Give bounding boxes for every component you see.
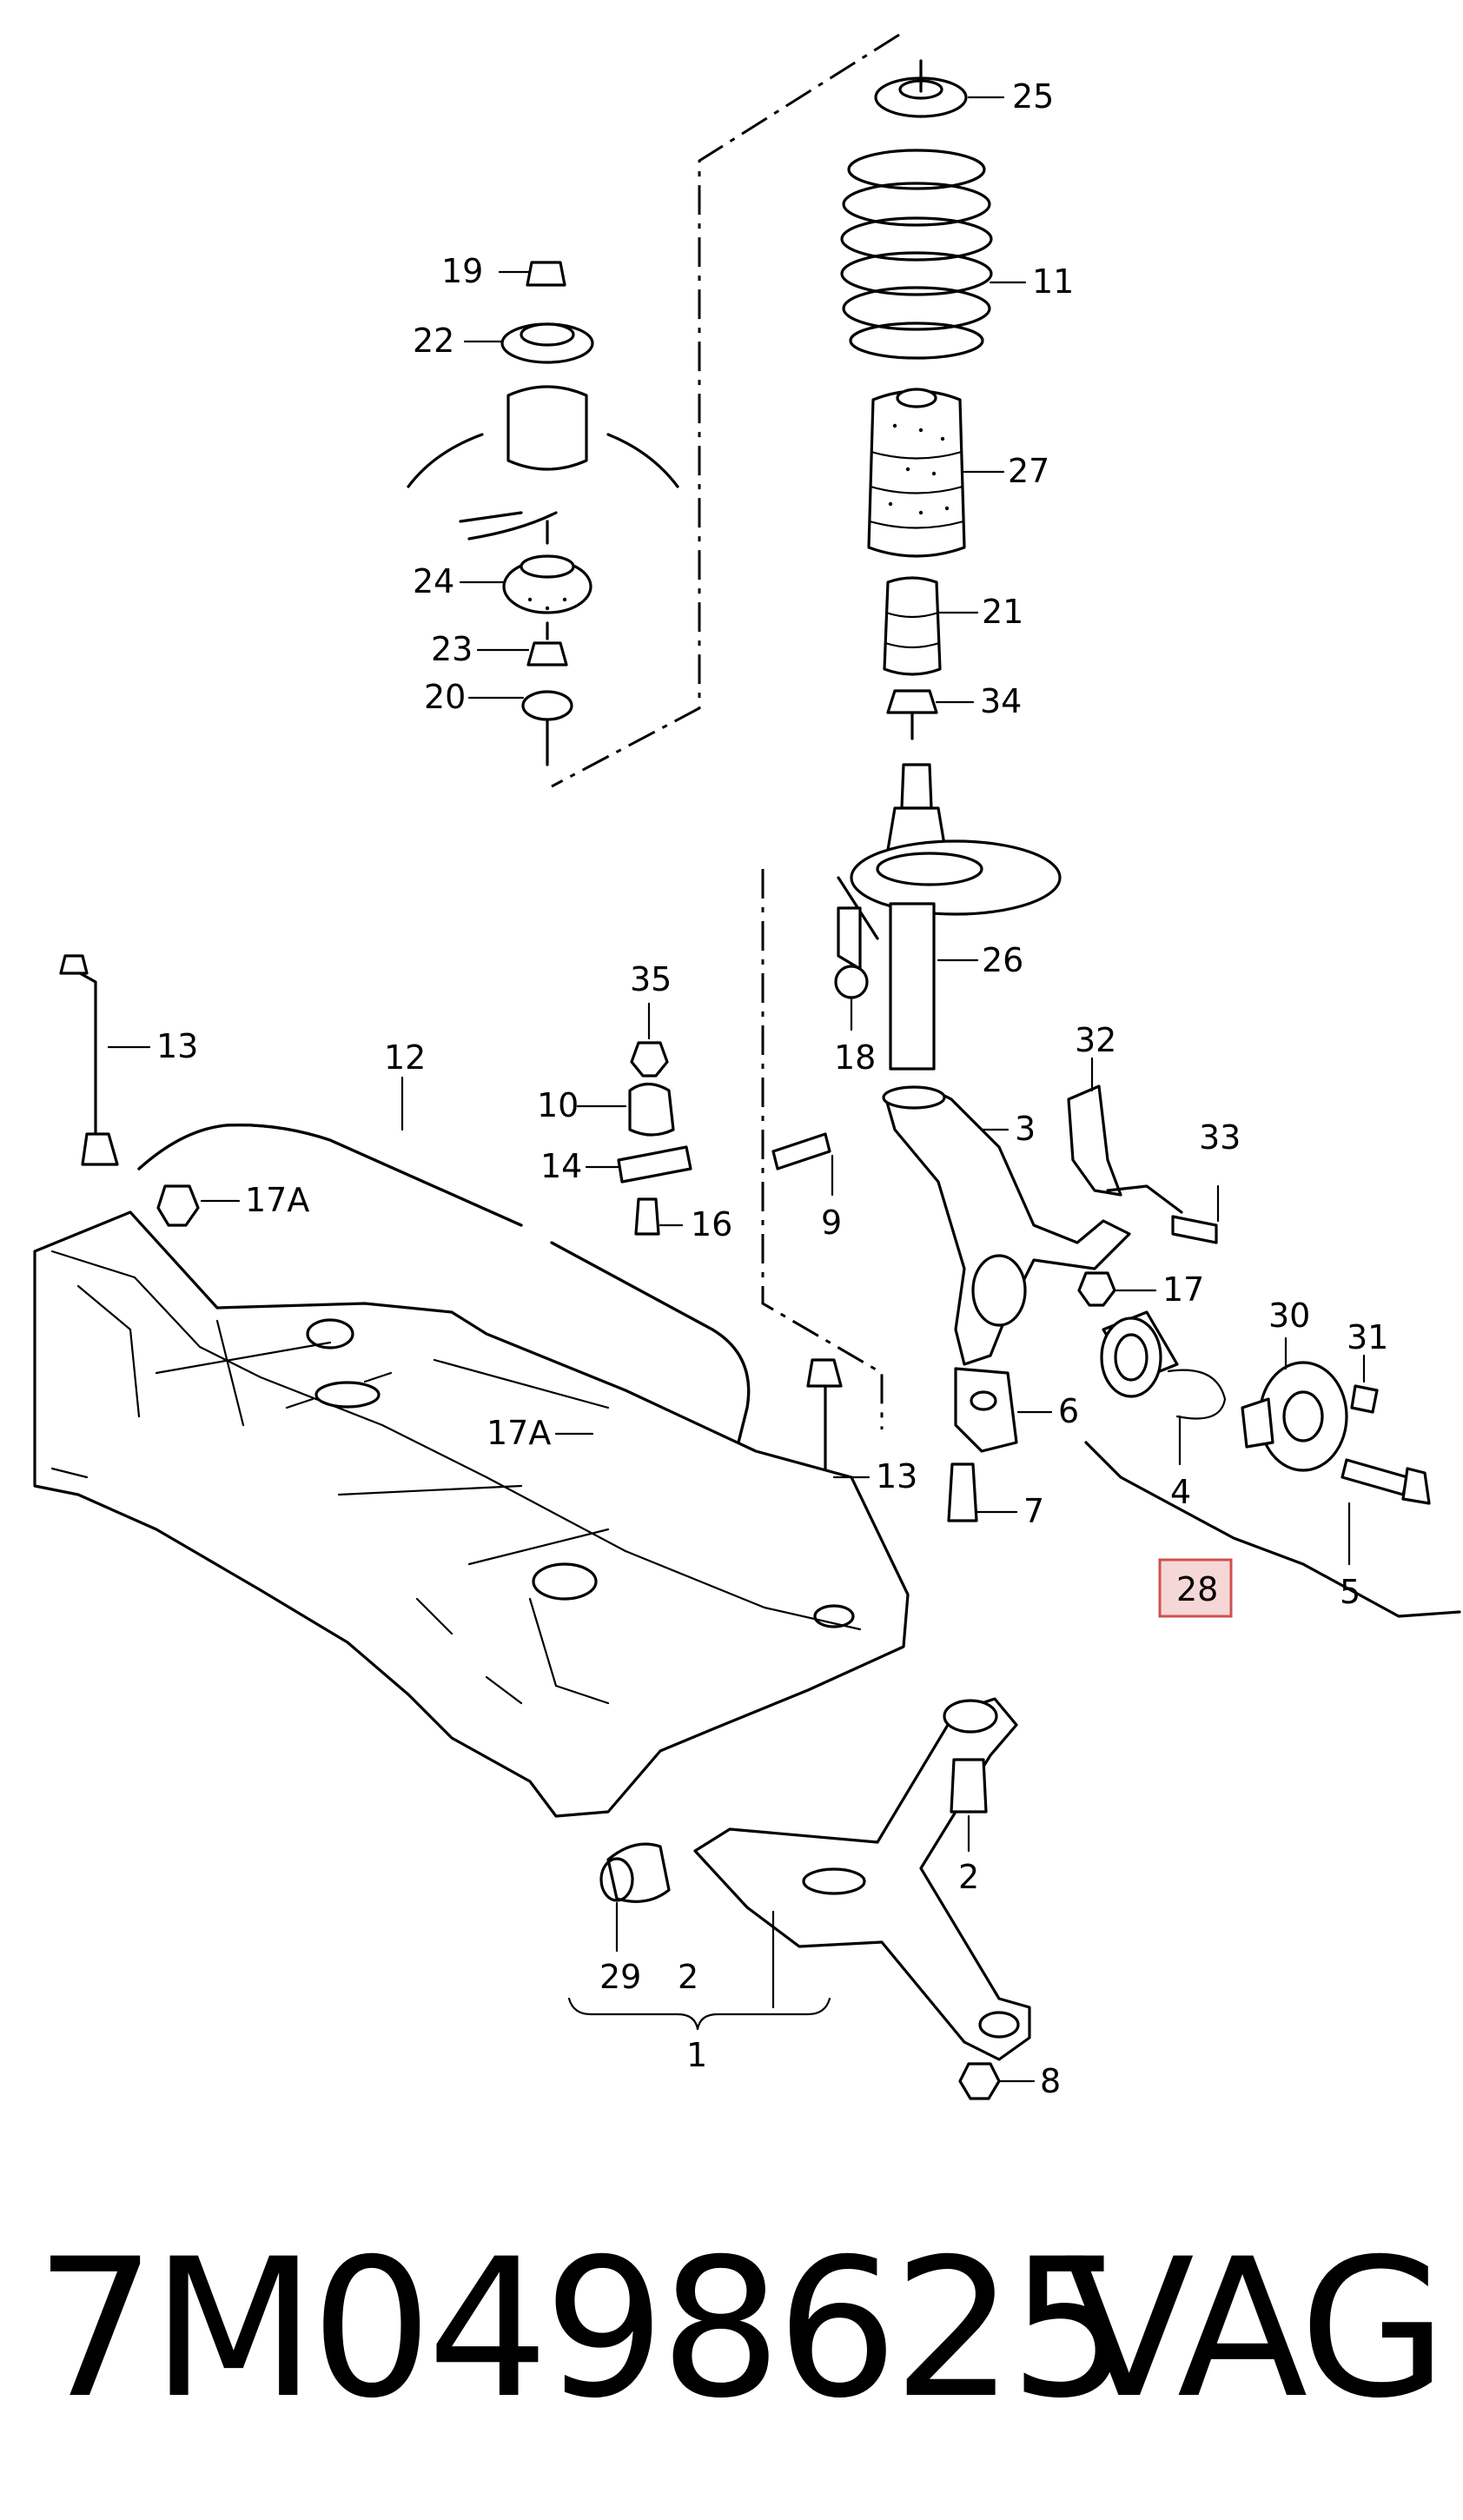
callout-32: 32 bbox=[1075, 1021, 1116, 1059]
callout-29: 29 bbox=[599, 1958, 641, 1996]
nut-8 bbox=[958, 2062, 1001, 2100]
shield-32 bbox=[1067, 1084, 1122, 1197]
pin-31 bbox=[1350, 1384, 1379, 1414]
nut-35 bbox=[630, 1041, 669, 1078]
callout-18: 18 bbox=[834, 1038, 876, 1077]
clip-34 bbox=[886, 689, 938, 740]
bearing bbox=[1100, 1316, 1162, 1398]
group-bracket bbox=[1084, 1441, 1461, 1618]
bolt-5 bbox=[1341, 1458, 1409, 1496]
callout-16: 16 bbox=[691, 1205, 732, 1243]
callout-2: 2 bbox=[958, 1858, 979, 1896]
nut-19 bbox=[526, 261, 566, 287]
bar-bushing-assembly bbox=[617, 1041, 692, 1236]
washer-20 bbox=[521, 690, 573, 721]
bolt-9 bbox=[771, 1132, 831, 1170]
callout-35: 35 bbox=[630, 960, 672, 998]
callout-19: 19 bbox=[441, 252, 483, 290]
callout-17: 17 bbox=[1162, 1270, 1204, 1309]
callout-13: 13 bbox=[156, 1027, 198, 1065]
clamp-14 bbox=[617, 1145, 692, 1184]
bushing-29 bbox=[606, 1842, 671, 1903]
subframe bbox=[33, 1210, 910, 1818]
guide-line-strut bbox=[761, 869, 884, 1429]
callout-1: 1 bbox=[686, 2036, 707, 2074]
callout-2: 2 bbox=[678, 1958, 698, 1996]
callout-34: 34 bbox=[980, 682, 1022, 720]
screw-7 bbox=[947, 1462, 978, 1522]
callout-33: 33 bbox=[1199, 1118, 1241, 1157]
part-number: 7M0498625 bbox=[35, 2218, 1131, 2440]
bushing-10 bbox=[628, 1082, 675, 1137]
callout-3: 3 bbox=[1015, 1110, 1036, 1148]
callout-17A: 17A bbox=[487, 1414, 551, 1452]
callout-26: 26 bbox=[982, 941, 1023, 979]
nut-17 bbox=[1077, 1271, 1116, 1307]
callout-4: 4 bbox=[1170, 1473, 1191, 1511]
callout-21: 21 bbox=[982, 593, 1023, 631]
circlip-4 bbox=[1167, 1369, 1227, 1420]
callout-20: 20 bbox=[424, 678, 466, 716]
screw-33 bbox=[1171, 1215, 1218, 1244]
callout-8: 8 bbox=[1040, 2062, 1061, 2100]
leader-lines bbox=[107, 96, 1366, 2083]
dust-boot-27 bbox=[867, 388, 966, 558]
shock-strut-26 bbox=[834, 763, 1062, 1071]
coil-spring-11 bbox=[840, 149, 993, 360]
callout-31: 31 bbox=[1347, 1318, 1388, 1356]
hub-assembly bbox=[1084, 1310, 1461, 1618]
callout-25: 25 bbox=[1012, 77, 1054, 116]
callout-9: 9 bbox=[821, 1204, 842, 1242]
callout-23: 23 bbox=[431, 630, 473, 668]
highlight-box-28 bbox=[1158, 1558, 1233, 1618]
callout-17A: 17A bbox=[245, 1181, 309, 1219]
callout-13: 13 bbox=[876, 1457, 917, 1495]
callout-28-highlighted: 28 bbox=[1176, 1570, 1218, 1608]
callout-11: 11 bbox=[1032, 262, 1074, 301]
callout-12: 12 bbox=[384, 1038, 426, 1077]
callout-labels: 25 11 27 21 34 26 18 19 22 24 23 20 35 1… bbox=[156, 77, 1388, 2100]
nut-23 bbox=[526, 641, 568, 666]
dashed-guide-lines bbox=[551, 33, 900, 1429]
lower-control-arm-1 bbox=[599, 1697, 1031, 2100]
callout-27: 27 bbox=[1008, 452, 1049, 490]
hub-30 bbox=[1258, 1361, 1348, 1472]
strut-mount-assembly bbox=[407, 261, 679, 766]
callout-30: 30 bbox=[1268, 1296, 1310, 1335]
bolt-16 bbox=[634, 1197, 660, 1236]
callout-14: 14 bbox=[540, 1147, 582, 1185]
callout-10: 10 bbox=[537, 1086, 579, 1124]
steering-knuckle-3 bbox=[771, 1084, 1218, 1366]
callout-6: 6 bbox=[1058, 1392, 1079, 1430]
callout-22: 22 bbox=[413, 322, 454, 360]
callout-7: 7 bbox=[1023, 1492, 1044, 1530]
callout-5: 5 bbox=[1340, 1573, 1360, 1611]
guide-line-top bbox=[551, 33, 900, 788]
bushing-2 bbox=[950, 1758, 988, 1814]
ball-joint-6 bbox=[947, 1367, 1018, 1522]
brand-name: VAG bbox=[1063, 2218, 1447, 2440]
footer: 7M0498625 VAG bbox=[35, 2218, 1447, 2459]
spring-stack bbox=[840, 59, 993, 740]
bump-stop-21 bbox=[883, 576, 942, 676]
callout-24: 24 bbox=[413, 562, 454, 600]
